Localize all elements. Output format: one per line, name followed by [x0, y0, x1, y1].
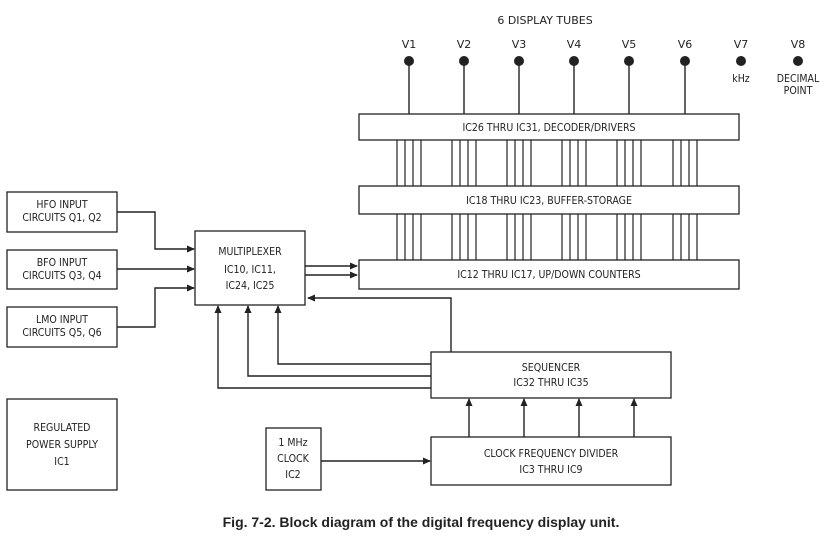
sequencer-to-mux-arrow-3 — [214, 305, 431, 389]
lmo-label-line1: LMO INPUT — [36, 314, 88, 326]
hfo-to-mux-arrow — [117, 211, 195, 253]
tube-dot-v8 — [793, 56, 803, 66]
clock-label-line2: CLOCK — [277, 453, 310, 465]
multiplexer-label-line3: IC24, IC25 — [226, 280, 275, 292]
tube-label-v3: V3 — [512, 38, 527, 51]
display-tubes — [404, 56, 803, 114]
hfo-label-line1: HFO INPUT — [36, 199, 87, 211]
lmo-input-block — [6, 306, 118, 348]
tube-dot-v3 — [514, 56, 524, 66]
sequencer-label-line1: SEQUENCER — [522, 362, 581, 374]
bfo-label-line1: BFO INPUT — [37, 257, 88, 269]
v8-note-line2: POINT — [784, 85, 813, 97]
power-label-line2: POWER SUPPLY — [26, 439, 98, 451]
tube-dot-v6 — [680, 56, 690, 66]
buffer-storage-label: IC18 THRU IC23, BUFFER-STORAGE — [466, 195, 632, 207]
counters-label: IC12 THRU IC17, UP/DOWN COUNTERS — [457, 269, 640, 281]
divider-label-line1: CLOCK FREQUENCY DIVIDER — [484, 448, 619, 460]
sequencer-to-mux-arrow-1 — [274, 305, 431, 365]
tube-label-v8: V8 — [791, 38, 806, 51]
tube-label-v5: V5 — [622, 38, 637, 51]
tube-label-v6: V6 — [678, 38, 693, 51]
sequencer-block — [430, 351, 672, 399]
divider-block — [430, 436, 672, 486]
tube-labels: V1 V2 V3 V4 V5 V6 V7 V8 — [402, 38, 806, 51]
tube-label-v4: V4 — [567, 38, 582, 51]
decoder-drivers-block — [358, 113, 740, 141]
counters-block — [358, 259, 740, 290]
sequencer-to-mux-top-arrow — [307, 294, 452, 352]
bus-buffer-counters — [396, 214, 698, 260]
hfo-label-line2: CIRCUITS Q1, Q2 — [22, 212, 101, 224]
power-label-line3: IC1 — [54, 456, 69, 468]
hfo-input-block — [6, 191, 118, 233]
bfo-label-line2: CIRCUITS Q3, Q4 — [22, 270, 101, 282]
divider-label-line2: IC3 THRU IC9 — [519, 464, 582, 476]
power-supply-block — [6, 398, 118, 491]
lmo-to-mux-arrow — [117, 284, 195, 328]
lmo-label-line2: CIRCUITS Q5, Q6 — [22, 327, 101, 339]
clock-label-line3: IC2 — [285, 469, 300, 481]
v8-note-line1: DECIMAL — [777, 73, 820, 85]
sequencer-label-line2: IC32 THRU IC35 — [513, 377, 588, 389]
sequencer-to-mux-arrow-2 — [244, 305, 431, 377]
tube-label-v7: V7 — [734, 38, 749, 51]
buffer-storage-block — [358, 185, 740, 215]
decoder-drivers-label: IC26 THRU IC31, DECODER/DRIVERS — [462, 122, 635, 134]
v7-note: kHz — [732, 73, 750, 85]
tube-label-v1: V1 — [402, 38, 417, 51]
clock-label-line1: 1 MHz — [278, 437, 307, 449]
tube-dot-v2 — [459, 56, 469, 66]
figure-caption: Fig. 7-2. Block diagram of the digital f… — [223, 514, 620, 530]
multiplexer-label-line1: MULTIPLEXER — [218, 246, 282, 258]
bus-decoder-buffer — [396, 140, 698, 186]
tube-dot-v1 — [404, 56, 414, 66]
multiplexer-label-line2: IC10, IC11, — [224, 264, 276, 276]
bfo-input-block — [6, 249, 118, 290]
tubes-header: 6 DISPLAY TUBES — [497, 14, 592, 27]
clock-block — [265, 427, 322, 491]
power-label-line1: REGULATED — [34, 422, 91, 434]
tube-dot-v5 — [624, 56, 634, 66]
tube-label-v2: V2 — [457, 38, 472, 51]
tube-dot-v4 — [569, 56, 579, 66]
tube-dot-v7 — [736, 56, 746, 66]
